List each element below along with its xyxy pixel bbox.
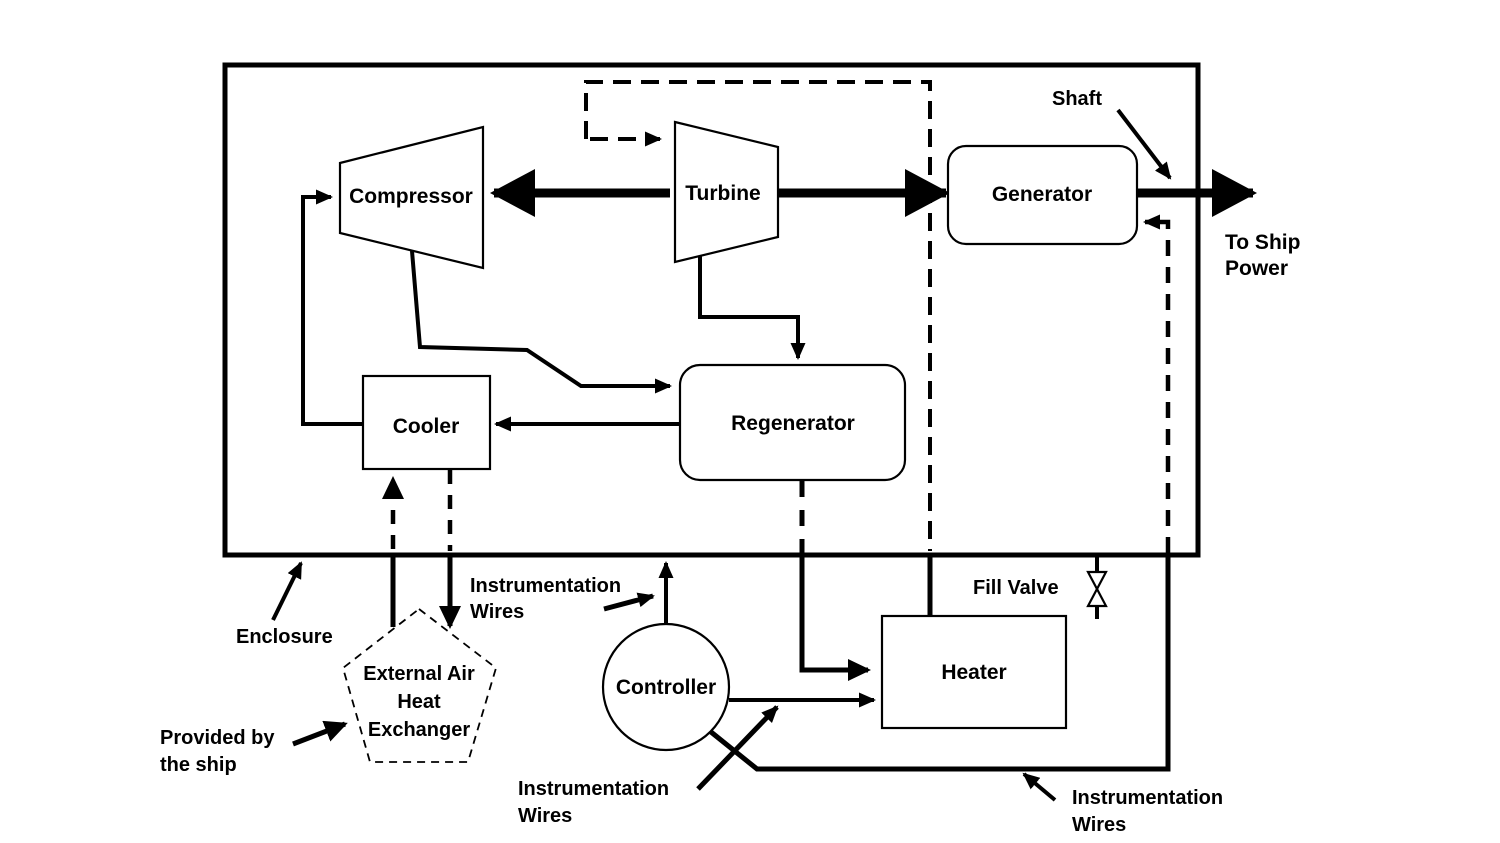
generator-block <box>946 144 1139 246</box>
fill-valve-icon <box>1086 570 1108 592</box>
shaft-label: Shaft <box>1052 88 1102 110</box>
instrumentation-wires-label-bottom-line1: Instrumentation <box>518 778 669 800</box>
provided-by-ship-pointer-arrow <box>292 720 348 747</box>
dashed-bypass-line <box>584 80 932 551</box>
instrumentation-wires-label-bottom-line2: Wires <box>518 805 572 827</box>
regenerator-block <box>678 363 907 482</box>
fill-valve-icon-lower <box>1086 586 1108 608</box>
pipe-turbine-to-regenerator <box>698 256 806 360</box>
to-ship-power-label-line2: Power <box>1225 257 1288 280</box>
instrumentation-wires-label-cooler-line1: Instrumentation <box>470 575 621 597</box>
cooler-block <box>361 374 492 471</box>
heater-label: Heater <box>941 661 1006 684</box>
turbine-block <box>673 120 780 264</box>
external-hx-label-line2: Heat <box>397 691 441 713</box>
compressor-label: Compressor <box>349 185 473 208</box>
enclosure-label: Enclosure <box>236 626 333 648</box>
pipe-cooler-to-compressor <box>301 189 363 426</box>
cooler-label: Cooler <box>393 415 460 438</box>
external-hx-label-line1: External Air <box>363 663 475 685</box>
regenerator-label: Regenerator <box>731 412 855 435</box>
enclosure-pointer-arrow <box>271 561 303 621</box>
instrumentation-pointer-arrow-crossing <box>696 705 779 791</box>
pipe-to-heater-inlet <box>799 555 871 681</box>
to-ship-power-label-line1: To Ship <box>1225 231 1300 254</box>
provided-by-ship-label-line1: Provided by <box>160 727 275 749</box>
wire-riser-to-generator-dashed <box>1143 214 1171 553</box>
shaft-pointer-arrow <box>1116 108 1172 180</box>
external-air-heat-exchanger-block <box>341 607 498 763</box>
fill-valve-label: Fill Valve <box>973 577 1059 599</box>
enclosure-boundary <box>222 62 1201 558</box>
provided-by-ship-label-line2: the ship <box>160 754 237 776</box>
controller-label: Controller <box>616 676 716 699</box>
controller-block <box>601 622 731 752</box>
pipe-compressor-to-regenerator <box>410 250 672 394</box>
compressor-block <box>338 125 485 270</box>
heater-block <box>880 614 1068 730</box>
instrumentation-wires-label-right-line2: Wires <box>1072 814 1126 836</box>
generator-label: Generator <box>992 183 1092 206</box>
instrumentation-pointer-arrow-right <box>1022 772 1057 802</box>
external-hx-label-line3: Exchanger <box>368 719 470 741</box>
instrumentation-wires-label-cooler-line2: Wires <box>470 601 524 623</box>
instrumentation-wires-label-right-line1: Instrumentation <box>1072 787 1223 809</box>
instrumentation-pointer-arrow-controller <box>603 592 655 612</box>
turbine-label: Turbine <box>685 182 760 205</box>
